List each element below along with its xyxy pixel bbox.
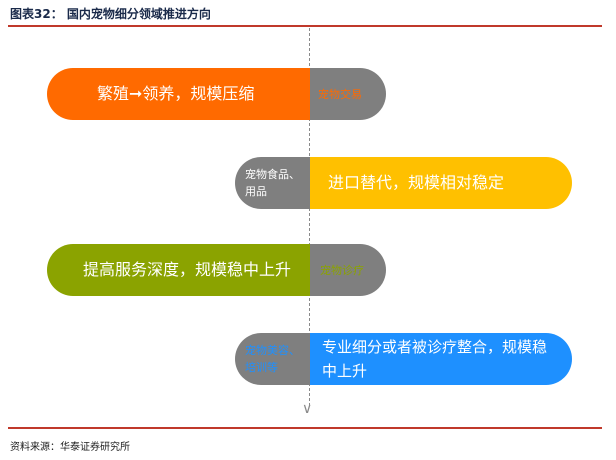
row-4-main-label: 专业细分或者被诊疗整合，规模稳中上升 [322, 338, 548, 380]
row-4-side-pill: 宠物美容、培训等 [235, 333, 310, 385]
row-3-main-label: 提高服务深度，规模稳中上升 [83, 260, 292, 279]
figure-title: 图表32： 国内宠物细分领域推进方向 [10, 7, 211, 21]
row-3-side-pill: 宠物诊疗 [310, 244, 386, 296]
row-2-main-label: 进口替代，规模相对稳定 [328, 173, 505, 192]
top-divider [8, 25, 602, 27]
down-arrow-icon: ∨ [302, 401, 313, 417]
row-3-side-label: 宠物诊疗 [320, 263, 364, 277]
bottom-divider [8, 427, 602, 429]
row-2-main-pill: 进口替代，规模相对稳定 [310, 157, 572, 209]
center-dashed-axis [309, 28, 310, 406]
source-note: 资料来源：华泰证券研究所 [10, 442, 130, 453]
row-4-side-label: 宠物美容、培训等 [245, 344, 300, 374]
row-4-main-pill: 专业细分或者被诊疗整合，规模稳中上升 [310, 333, 572, 385]
row-2-side-label: 宠物食品、用品 [245, 168, 300, 198]
row-1-main-label: 繁殖➞领养，规模压缩 [97, 84, 255, 103]
row-2-side-pill: 宠物食品、用品 [235, 157, 310, 209]
row-1-main-pill: 繁殖➞领养，规模压缩 [47, 68, 310, 120]
row-1-side-pill: 宠物交易 [310, 68, 386, 120]
row-3-main-pill: 提高服务深度，规模稳中上升 [47, 244, 310, 296]
row-1-side-label: 宠物交易 [318, 87, 362, 101]
